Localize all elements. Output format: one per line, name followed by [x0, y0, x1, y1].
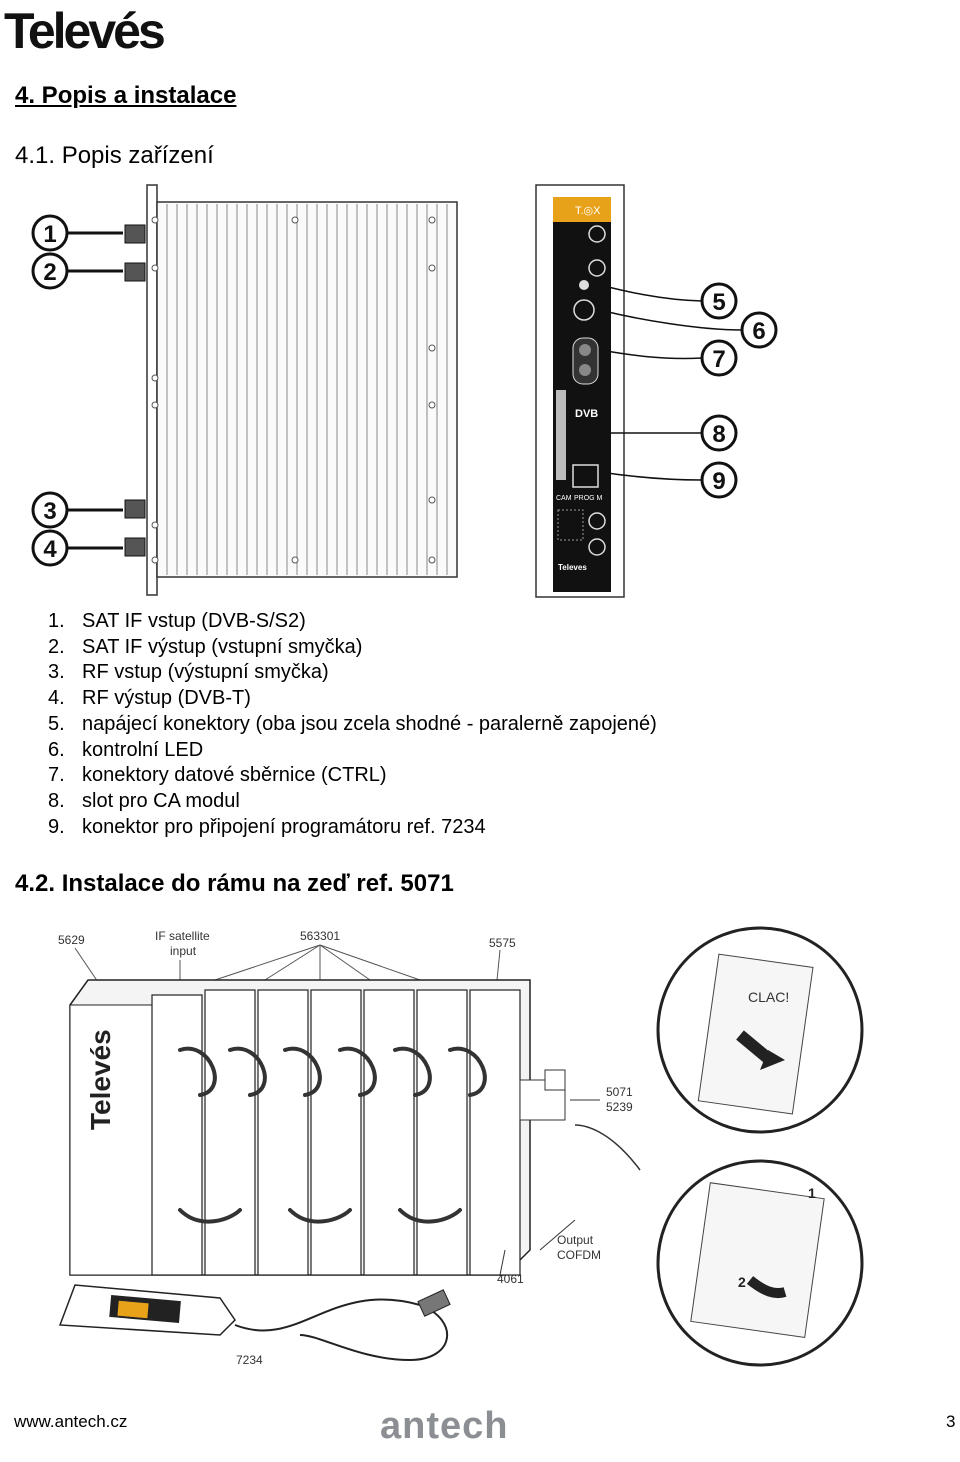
- callout-8: 8: [712, 421, 725, 448]
- televes-logo: Televés: [4, 3, 166, 59]
- label-7234: 7234: [236, 1353, 263, 1367]
- callout-group-right: [700, 282, 778, 499]
- callout-5: 5: [712, 289, 725, 316]
- wall-bracket: [519, 1069, 600, 1121]
- callout-2: 2: [43, 259, 56, 286]
- legend-item: 8.slot pro CA modul: [48, 789, 240, 812]
- arrow-step-1: 1: [808, 1185, 816, 1201]
- rack-assembly: Televés: [69, 979, 531, 1276]
- label-input: input: [170, 944, 197, 958]
- heatsink-side-view: [124, 184, 458, 596]
- callout-6: 6: [752, 318, 765, 345]
- section-title: 4. Popis a instalace: [15, 82, 237, 109]
- label-if-satellite: IF satellite: [155, 929, 210, 943]
- label-5239: 5239: [606, 1100, 633, 1114]
- legend-item: 7.konektory datové sběrnice (CTRL): [48, 764, 387, 787]
- callout-7: 7: [712, 346, 725, 373]
- page-number: 3: [946, 1412, 956, 1431]
- legend-item: 1.SAT IF vstup (DVB-S/S2): [48, 610, 306, 632]
- callout-9: 9: [712, 468, 725, 495]
- section2-title: 4.2. Instalace do rámu na zeď ref. 5071: [15, 870, 454, 897]
- callout-3: 3: [43, 498, 56, 525]
- label-5071: 5071: [606, 1085, 633, 1099]
- detail-circle-bottom: 1 2: [656, 1159, 864, 1367]
- front-panel: T.◎X DVB CAM PROG M Televes: [535, 184, 625, 598]
- legend-item: 6.kontrolní LED: [48, 738, 204, 761]
- legend-item: 9.konektor pro připojení programátoru re…: [48, 815, 486, 838]
- panel-brand: T.◎X: [575, 205, 601, 217]
- legend-item: 5.napájecí konektory (oba jsou zcela sho…: [48, 712, 657, 735]
- callout-4: 4: [43, 536, 57, 563]
- detail-circle-top: CLAC!: [656, 926, 864, 1134]
- installation-figure: 5629 IF satellite input 563301 5575 5071…: [58, 926, 864, 1367]
- label-cofdm: COFDM: [557, 1248, 601, 1262]
- clac-label: CLAC!: [748, 989, 789, 1005]
- label-5575: 5575: [489, 936, 516, 950]
- callout-group-left: [31, 214, 123, 567]
- panel-cam-label: CAM: [556, 495, 572, 502]
- arrow-step-2: 2: [738, 1274, 746, 1290]
- panel-footer-brand: Televes: [558, 563, 587, 572]
- legend-item: 2.SAT IF výstup (vstupní smyčka): [48, 635, 363, 658]
- antech-logo: antech: [380, 1405, 509, 1447]
- section-subtitle: 4.1. Popis zařízení: [15, 142, 214, 169]
- panel-dvb-label: DVB: [575, 408, 598, 420]
- label-563301: 563301: [300, 929, 340, 943]
- panel-prog-label: PROG M: [574, 495, 603, 502]
- legend-item: 4.RF výstup (DVB-T): [48, 687, 251, 710]
- label-5629: 5629: [58, 933, 85, 947]
- label-output: Output: [557, 1233, 594, 1247]
- programmer-device: [58, 1284, 451, 1362]
- footer-url[interactable]: www.antech.cz: [14, 1412, 128, 1431]
- rack-brand: Televés: [85, 1029, 116, 1130]
- legend-list: 1.SAT IF vstup (DVB-S/S2) 2.SAT IF výstu…: [48, 609, 657, 840]
- device-figure: 1 2 3 4 T.◎X DVB CAM PROG M Televes: [31, 184, 778, 598]
- legend-item: 3.RF vstup (výstupní smyčka): [48, 661, 329, 684]
- callout-1: 1: [43, 221, 56, 248]
